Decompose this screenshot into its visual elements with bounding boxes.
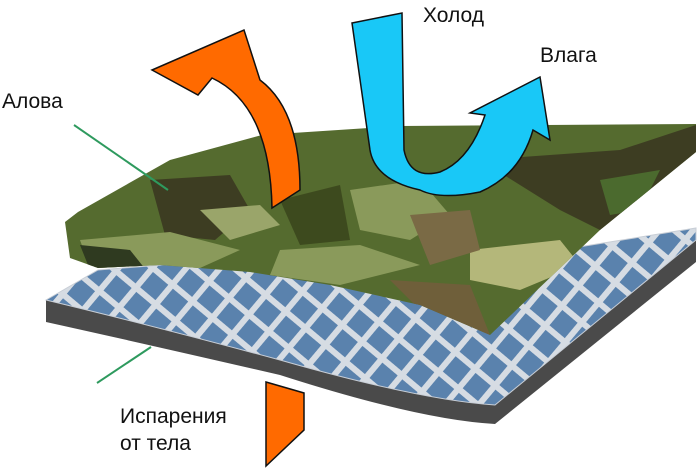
label-evaporation-line2: от тела: [120, 432, 191, 455]
heat-escape-arrow-icon: [150, 28, 301, 210]
cold-moisture-arrow-icon: [351, 12, 551, 197]
label-cold: Холод: [423, 4, 484, 27]
fabric-leader-line: [73, 124, 169, 191]
base-layer: [46, 238, 696, 424]
mesh-leader-line: [96, 346, 152, 384]
body-evaporation-arrow-icon: [265, 381, 305, 468]
label-moisture: Влага: [540, 44, 597, 67]
label-evaporation-line1: Испарения: [120, 405, 227, 428]
label-fabric: Алова: [2, 90, 63, 113]
